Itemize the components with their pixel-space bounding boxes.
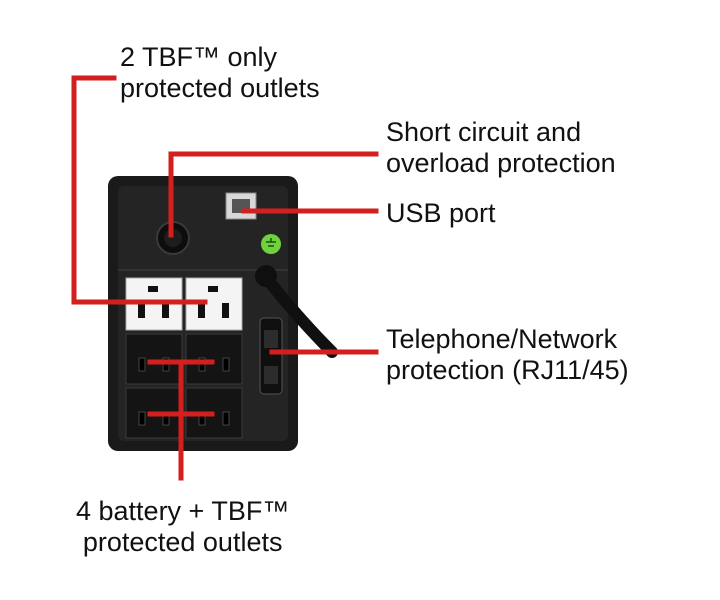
ground-badge-icon bbox=[261, 234, 281, 254]
callout-tbf-only bbox=[71, 75, 208, 305]
label-battery-line2: protected outlets bbox=[82, 527, 283, 557]
label-battery-tbf-outlets: 4 battery + TBF™ protected outlets bbox=[76, 496, 289, 558]
label-usb-port: USB port bbox=[386, 198, 496, 229]
label-telephone-line2: protection (RJ11/45) bbox=[386, 355, 629, 385]
label-telephone-network: Telephone/Network protection (RJ11/45) bbox=[386, 324, 629, 386]
label-short-circuit-line2: overload protection bbox=[386, 148, 616, 178]
callout-battery bbox=[147, 359, 215, 481]
label-short-circuit: Short circuit and overload protection bbox=[386, 117, 616, 179]
label-usb-line1: USB port bbox=[386, 198, 496, 228]
usb-port-icon bbox=[225, 192, 257, 220]
power-cord bbox=[255, 265, 338, 358]
label-tbf-only-line2: protected outlets bbox=[120, 73, 320, 103]
label-telephone-line1: Telephone/Network bbox=[386, 324, 618, 354]
rj11-rj45-jack-icon bbox=[259, 317, 283, 395]
callout-lines bbox=[71, 75, 379, 481]
label-tbf-only-outlets: 2 TBF™ only protected outlets bbox=[120, 42, 320, 104]
callout-short-circuit bbox=[168, 151, 379, 238]
label-tbf-only-line1: 2 TBF™ only bbox=[120, 42, 278, 72]
label-battery-line1: 4 battery + TBF™ bbox=[76, 496, 290, 526]
label-short-circuit-line1: Short circuit and bbox=[386, 117, 582, 147]
